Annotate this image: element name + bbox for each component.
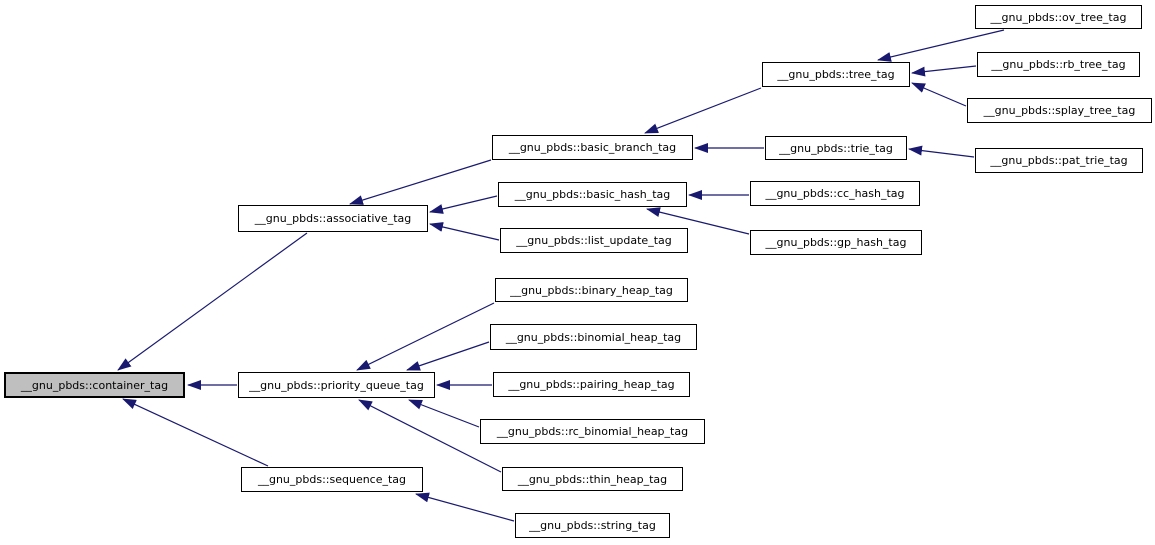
edge-basic-branch-tag--to--associative-tag [349, 159, 492, 205]
edge-pat-trie-tag--to--trie-tag [908, 145, 975, 158]
node-string-tag[interactable]: __gnu_pbds::string_tag [515, 513, 670, 538]
node-splay-tree-tag[interactable]: __gnu_pbds::splay_tree_tag [967, 98, 1152, 123]
edge-string-tag--to--sequence-tag [415, 492, 515, 522]
edge-rc-binomial-heap-tag--to--priority-queue-tag [408, 399, 480, 428]
node-priority-queue-tag[interactable]: __gnu_pbds::priority_queue_tag [238, 372, 435, 398]
node-sequence-tag[interactable]: __gnu_pbds::sequence_tag [241, 467, 423, 492]
edge-rb-tree-tag--to--tree-tag [911, 65, 977, 77]
node-pairing-heap-tag[interactable]: __gnu_pbds::pairing_heap_tag [493, 372, 690, 397]
node-basic-hash-tag[interactable]: __gnu_pbds::basic_hash_tag [498, 182, 687, 207]
node-thin-heap-tag[interactable]: __gnu_pbds::thin_heap_tag [502, 467, 683, 491]
edge-group [117, 29, 1005, 522]
edge-basic-hash-tag--to--associative-tag [429, 195, 498, 214]
node-binomial-heap-tag[interactable]: __gnu_pbds::binomial_heap_tag [490, 324, 697, 350]
node-ov-tree-tag[interactable]: __gnu_pbds::ov_tree_tag [975, 5, 1142, 29]
edge-associative-tag--to--container-tag [117, 232, 308, 371]
node-pat-trie-tag[interactable]: __gnu_pbds::pat_trie_tag [975, 148, 1143, 173]
node-associative-tag[interactable]: __gnu_pbds::associative_tag [238, 205, 428, 232]
node-rb-tree-tag[interactable]: __gnu_pbds::rb_tree_tag [977, 52, 1140, 77]
node-trie-tag[interactable]: __gnu_pbds::trie_tag [765, 136, 907, 160]
edge-tree-tag--to--basic-branch-tag [644, 87, 762, 134]
node-rc-binomial-heap-tag[interactable]: __gnu_pbds::rc_binomial_heap_tag [480, 419, 705, 444]
edge-binary-heap-tag--to--priority-queue-tag [356, 302, 495, 371]
node-cc-hash-tag[interactable]: __gnu_pbds::cc_hash_tag [750, 181, 920, 206]
node-container-tag: __gnu_pbds::container_tag [4, 372, 185, 398]
edge-binomial-heap-tag--to--priority-queue-tag [406, 341, 490, 371]
edge-splay-tree-tag--to--tree-tag [911, 82, 967, 107]
node-list-update-tag[interactable]: __gnu_pbds::list_update_tag [500, 228, 688, 253]
node-basic-branch-tag[interactable]: __gnu_pbds::basic_branch_tag [492, 135, 693, 160]
edge-list-update-tag--to--associative-tag [429, 222, 500, 241]
node-gp-hash-tag[interactable]: __gnu_pbds::gp_hash_tag [750, 230, 922, 255]
edge-sequence-tag--to--container-tag [122, 398, 269, 467]
node-binary-heap-tag[interactable]: __gnu_pbds::binary_heap_tag [495, 278, 688, 302]
node-tree-tag[interactable]: __gnu_pbds::tree_tag [762, 62, 910, 87]
